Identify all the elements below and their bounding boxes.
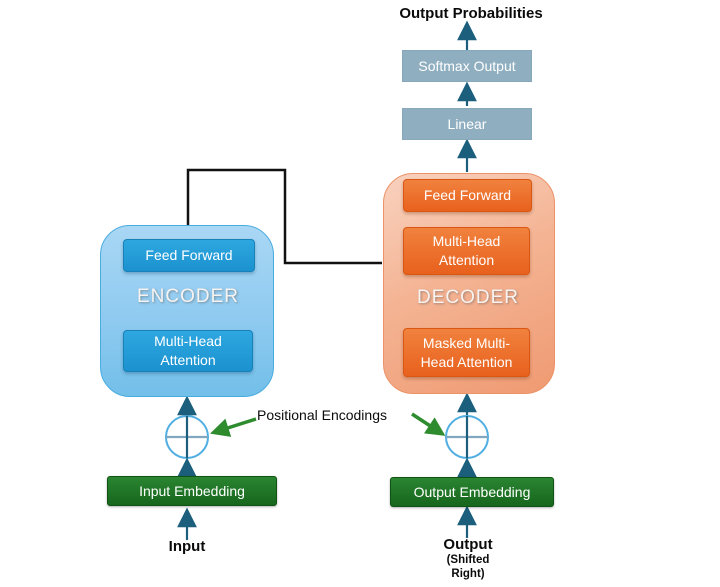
encoder-feed-forward-box: Feed Forward — [123, 239, 255, 272]
output-shifted-line2: Right) — [451, 568, 485, 580]
decoder-multi-head-attention-box: Multi-Head Attention — [403, 227, 530, 275]
softmax-output-box: Softmax Output — [402, 50, 532, 82]
encoder-decoder-connector — [186, 168, 382, 265]
encoder-label: ENCODER — [136, 286, 240, 307]
plus-circle-icon-right — [445, 415, 489, 459]
decoder-masked-multi-head-attention-box: Masked Multi-Head Attention — [403, 328, 530, 377]
output-probabilities-label: Output Probabilities — [399, 5, 543, 22]
decoder-feed-forward-box: Feed Forward — [403, 179, 532, 212]
encoder-multi-head-attention-box: Multi-Head Attention — [123, 330, 253, 372]
positional-arrow-right — [411, 412, 446, 436]
input-label: Input — [168, 538, 206, 555]
plus-circle-icon-left — [165, 415, 209, 459]
output-label: Output — [443, 536, 493, 553]
positional-arrow-left — [209, 417, 257, 437]
output-shifted-line1: (Shifted — [446, 554, 490, 566]
linear-box: Linear — [402, 108, 532, 140]
positional-encodings-label: Positional Encodings — [257, 407, 387, 423]
decoder-label: DECODER — [416, 287, 520, 308]
input-embedding-box: Input Embedding — [107, 476, 277, 506]
output-embedding-box: Output Embedding — [390, 477, 554, 507]
